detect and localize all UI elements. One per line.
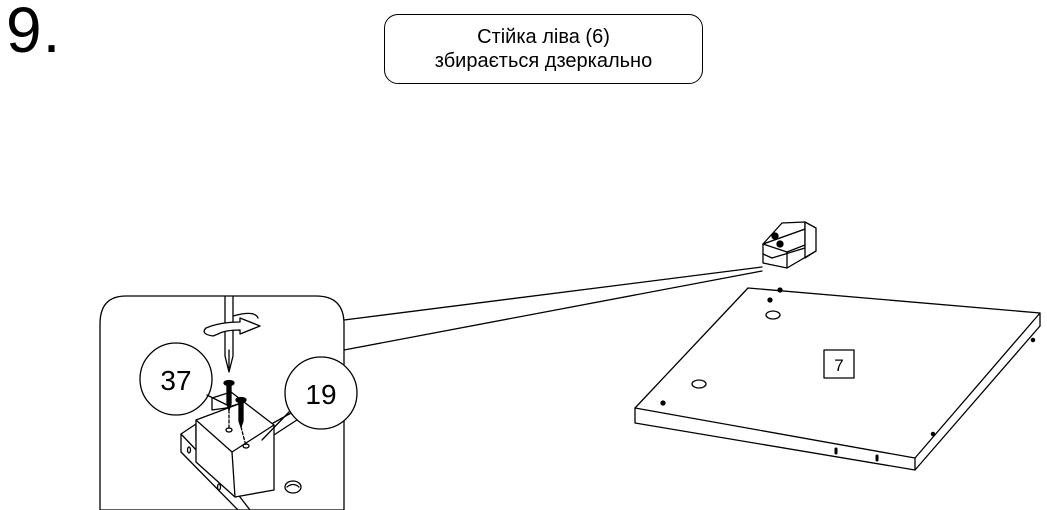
note-line-1: Стійка ліва (6)	[477, 26, 610, 48]
panel-label-box	[823, 349, 855, 379]
callout-37-circle	[139, 342, 228, 416]
detail-bracket-19	[195, 391, 275, 498]
panel-7	[634, 287, 1041, 471]
detail-screws-37	[223, 379, 247, 447]
callout-19-circle	[261, 356, 358, 441]
bracket-19-small	[762, 221, 817, 269]
assembly-note: Стійка ліва (6) збирається дзеркально	[384, 14, 703, 84]
callout-37-label: 37	[160, 365, 191, 396]
callout-19-label: 19	[305, 379, 336, 410]
detail-screwdriver	[203, 295, 261, 373]
panel-part-label: 7	[834, 356, 843, 375]
step-number: 9.	[6, 0, 62, 66]
zoom-leader-lines	[343, 266, 763, 351]
note-line-2: збирається дзеркально	[434, 50, 653, 72]
